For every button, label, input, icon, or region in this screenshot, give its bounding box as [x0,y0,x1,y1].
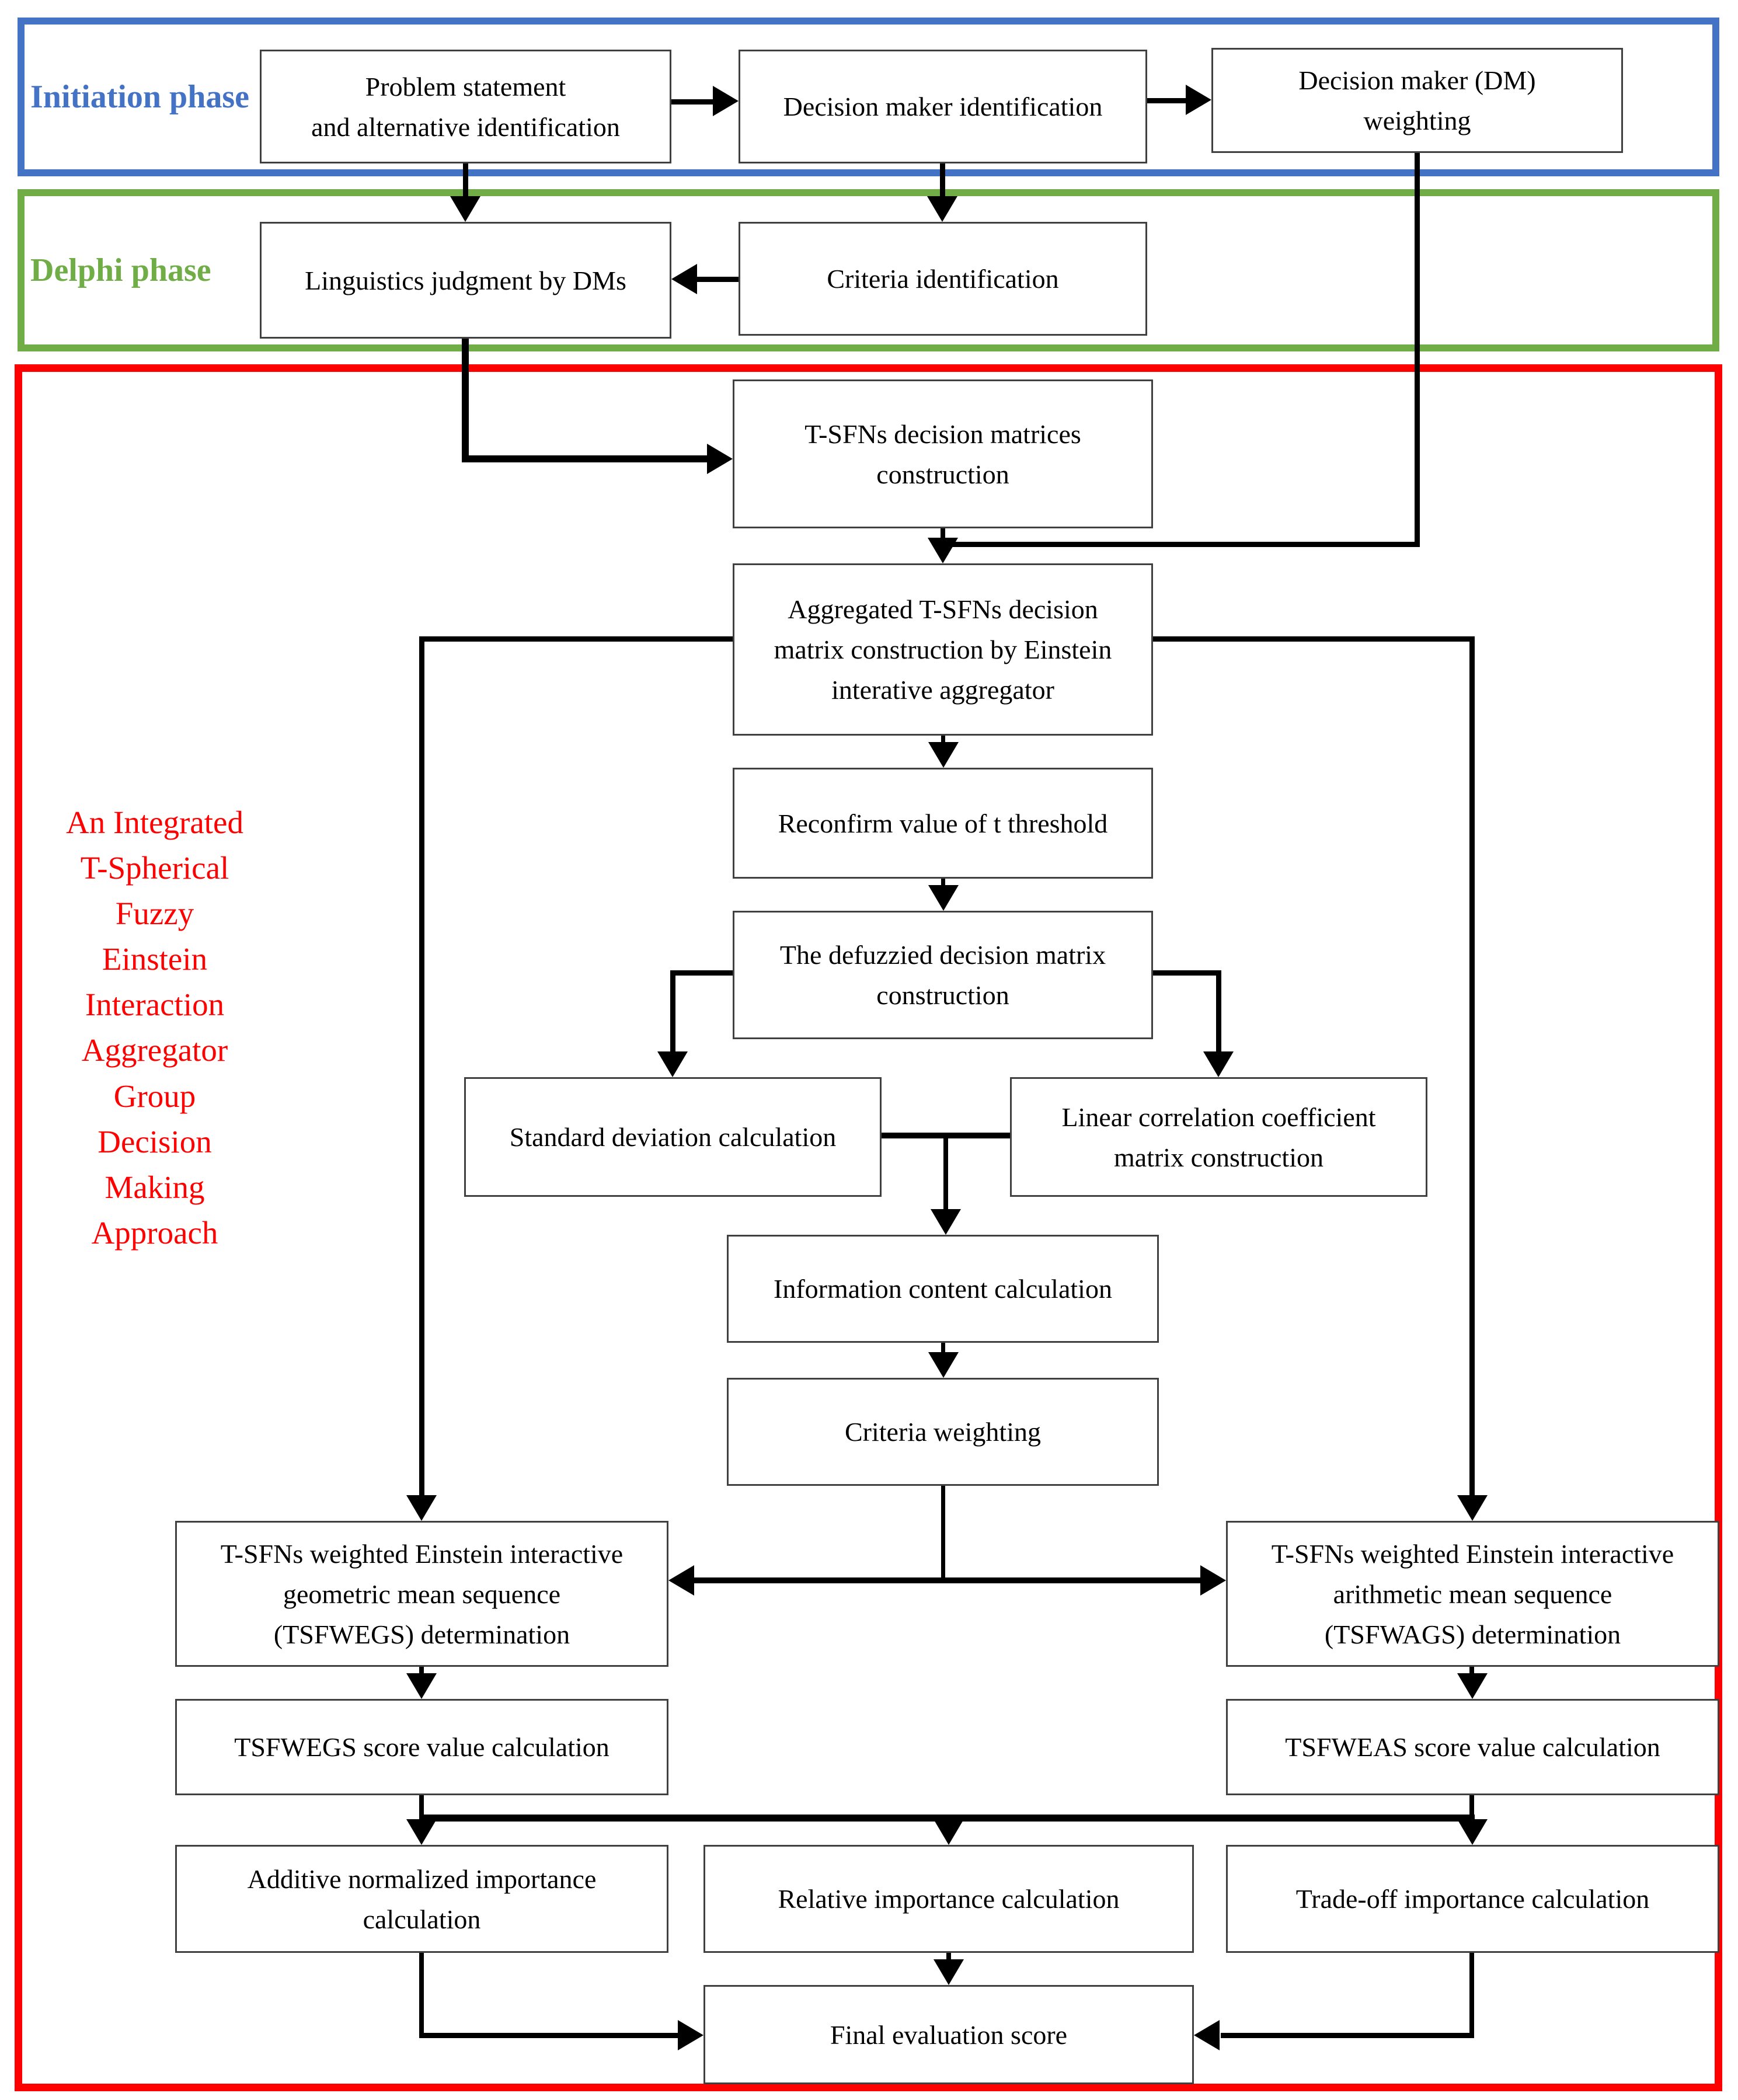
arrow-problem-to-linguistics-line [463,163,468,198]
arrow-weighting-to-tsfwegs-head [668,1565,694,1596]
arrow-aggregated-to-reconfirm-head [928,742,959,768]
arrow-defuzzied-to-stddev-hline [670,970,734,976]
arrow-dmid-to-criteria-line [940,163,945,198]
node-std-deviation: Standard deviation calculation [464,1077,882,1197]
arrow-tsfwegs-to-score-head [406,1673,437,1699]
arrow-weighting-to-tsfwags-head [1200,1565,1226,1596]
arrow-defuzzied-to-lincorr-vline [1216,970,1221,1056]
arrow-weighting-split-vline [941,1486,945,1582]
node-criteria-weighting: Criteria weighting [727,1378,1159,1486]
arrow-linguistics-to-matrices-vline [462,339,469,462]
arrow-tradeoff-to-final-vline [1469,1953,1474,2038]
node-defuzzied-matrix: The defuzzied decision matrix constructi… [733,911,1153,1039]
arrow-info-to-weighting-head [928,1352,959,1378]
branch-aggregated-right-vline [1469,636,1475,1499]
node-information-content: Information content calculation [727,1235,1159,1343]
arrow-weighting-split-hline [694,1577,1201,1583]
delphi-phase-border [18,189,1719,351]
arrow-to-tradeoff-head [1457,1819,1488,1845]
node-tsfwegs-score: TSFWEGS score value calculation [175,1699,668,1795]
arrow-tsfwags-to-score-head [1457,1673,1488,1699]
arrow-dmid-to-criteria-head [927,196,957,222]
delphi-phase-label: Delphi phase [30,252,211,288]
approach-phase-label: An Integrated T-Spherical Fuzzy Einstein… [66,805,243,1251]
branch-aggregated-left-hline [422,636,733,642]
arrow-info-to-weighting-line [941,1343,945,1353]
arrow-additive-to-final-head [678,2020,703,2050]
arrow-dmid-to-dmweight-head [1186,85,1211,115]
arrow-reconfirm-to-defuzzied-line [941,879,945,889]
node-dm-weighting: Decision maker (DM) weighting [1211,48,1623,153]
node-tradeoff-importance: Trade-off importance calculation [1226,1845,1719,1953]
arrow-additive-to-final-hline [419,2033,680,2038]
node-problem-statement: Problem statement and alternative identi… [260,50,671,163]
branch-aggregated-right-hline [1153,636,1472,642]
arrow-problem-to-linguistics-head [450,196,480,222]
arrow-relative-to-final-line [946,1953,951,1963]
node-tsfwags: T-SFNs weighted Einstein interactive ari… [1226,1521,1719,1667]
node-linguistics-judgment: Linguistics judgment by DMs [260,222,671,339]
node-tsfn-matrices: T-SFNs decision matrices construction [733,379,1153,528]
arrow-problem-to-dmid-head [713,86,739,116]
arrow-reconfirm-to-defuzzied-head [928,885,959,911]
arrow-defuzzied-to-lincorr-hline [1151,970,1219,976]
node-tsfweas-score: TSFWEAS score value calculation [1226,1699,1719,1795]
node-aggregated-matrix: Aggregated T-SFNs decision matrix constr… [733,563,1153,736]
branch-score-right-vline [1469,1795,1474,1822]
node-reconfirm-threshold: Reconfirm value of t threshold [733,768,1153,879]
arrow-additive-to-final-vline [419,1953,424,2038]
arrow-linguistics-to-matrices-head [707,444,733,474]
arrow-problem-to-dmid-line [671,99,716,105]
arrow-to-infocontent-line [943,1138,948,1214]
arrow-aggregated-to-reconfirm-line [941,736,945,746]
arrow-to-infocontent-head [931,1209,961,1235]
node-relative-importance: Relative importance calculation [703,1845,1194,1953]
initiation-phase-border [18,18,1719,176]
arrow-tradeoff-to-final-head [1194,2020,1220,2050]
node-tsfwegs: T-SFNs weighted Einstein interactive geo… [175,1521,668,1667]
branch-score-hline [419,1815,1475,1822]
arrow-linguistics-to-matrices-hline [462,455,709,462]
arrow-matrices-to-aggregated-line [941,528,945,546]
arrow-dmweight-to-aggregated-hline [941,542,1420,547]
arrow-criteria-to-linguistics-line [696,277,739,282]
branch-score-left-vline [419,1795,424,1822]
arrow-defuzzied-to-stddev-vline [670,970,675,1056]
arrow-dmid-to-dmweight-line [1147,98,1188,103]
node-linear-correlation: Linear correlation coefficient matrix co… [1010,1077,1427,1197]
arrow-defuzzied-to-stddev-head [657,1051,688,1077]
node-additive-importance: Additive normalized importance calculati… [175,1845,668,1953]
arrow-to-additive-head [406,1819,437,1845]
arrow-tradeoff-to-final-hline [1221,2033,1473,2038]
node-criteria-identification: Criteria identification [739,222,1147,336]
node-final-score: Final evaluation score [703,1985,1194,2084]
arrow-to-relative-head [934,1819,964,1845]
connector-stddev-lincorr-hline [882,1133,1010,1138]
branch-aggregated-right-head [1457,1495,1488,1521]
arrow-relative-to-final-head [934,1959,964,1985]
branch-aggregated-left-head [406,1495,437,1521]
arrow-dmweight-to-aggregated-vline [1415,153,1420,546]
arrow-criteria-to-linguistics-head [671,264,697,294]
arrow-defuzzied-to-lincorr-head [1203,1051,1234,1077]
branch-aggregated-left-vline [419,636,424,1499]
initiation-phase-label: Initiation phase [30,79,249,115]
node-dm-identification: Decision maker identification [739,50,1147,163]
arrow-matrices-to-aggregated-head [928,538,958,563]
